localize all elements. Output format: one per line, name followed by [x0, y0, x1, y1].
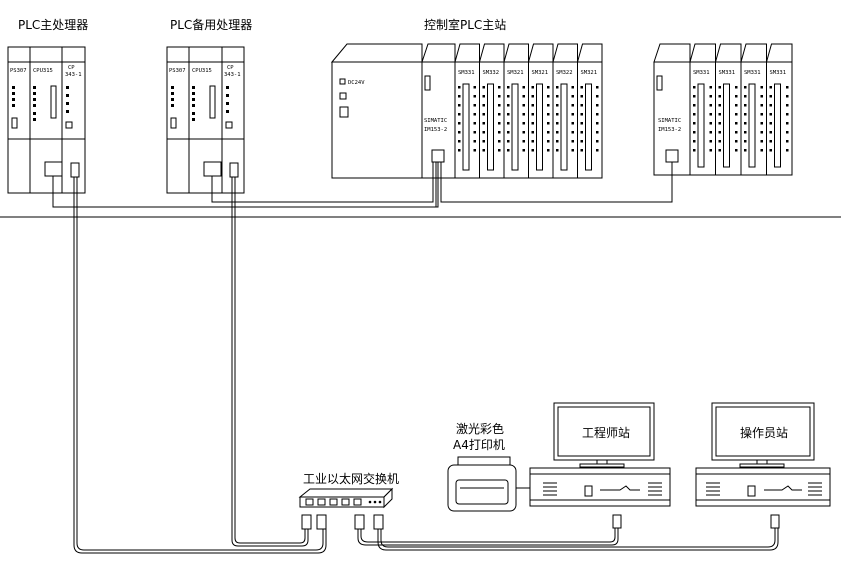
remote-module-label: SM331 — [744, 70, 761, 76]
remote-module: SM331 — [765, 43, 793, 176]
remote-modules: SM331 SM331 SM331 SM331 — [689, 43, 793, 176]
printer-icon — [447, 456, 532, 512]
switch-title: 工业以太网交换机 — [303, 471, 399, 486]
remote-rack: SIMATIC IM153-2 SM331 SM331 SM331 SM331 — [653, 43, 793, 176]
switch-connectors — [301, 514, 384, 530]
control-room-module-label: SM321 — [532, 70, 549, 76]
im-label-2: IM153-2 — [424, 127, 447, 133]
control-room-module: SM331 — [454, 43, 480, 179]
cpu-indicators — [11, 85, 73, 129]
switch-port — [341, 498, 350, 506]
control-room-module: SM321 — [527, 43, 554, 179]
plc-backup-title: PLC备用处理器 — [170, 18, 252, 32]
plc-backup-rack: PS307 CPU315 CP 343-1 — [166, 46, 245, 194]
im-label-1: SIMATIC — [424, 118, 447, 124]
control-room-module-label: SM331 — [458, 70, 475, 76]
ethernet-port — [70, 162, 80, 178]
cpu-indicators-backup — [170, 85, 233, 129]
ps-label: PS307 — [10, 68, 27, 74]
control-room-module: SM321 — [576, 43, 603, 179]
cp-label-bot-backup: 343-1 — [224, 72, 241, 78]
cpu-label-backup: CPU315 — [192, 68, 212, 74]
ethernet-cables — [73, 177, 779, 554]
remote-im-label-2: IM153-2 — [658, 127, 681, 133]
profibus-port — [431, 149, 445, 163]
ethernet-switch — [298, 487, 394, 509]
control-room-module-label: SM332 — [483, 70, 500, 76]
remote-profibus-port — [665, 149, 679, 163]
remote-module-label: SM331 — [719, 70, 736, 76]
switch-port — [317, 498, 326, 506]
operator-station-label: 操作员站 — [740, 425, 788, 440]
remote-module: SM331 — [740, 43, 767, 176]
remote-im-label-1: SIMATIC — [658, 118, 681, 124]
power-label: DC24V — [348, 80, 365, 86]
switch-port — [353, 498, 362, 506]
plc-main-title: PLC主处理器 — [18, 18, 88, 32]
profibus-cables — [52, 162, 673, 208]
engineer-station-label: 工程师站 — [582, 425, 630, 440]
switch-port — [329, 498, 338, 506]
ps-label-backup: PS307 — [169, 68, 186, 74]
control-room-module-label: SM322 — [556, 70, 573, 76]
control-room-module: SM321 — [503, 43, 529, 179]
operator-workstation: 操作员站 — [695, 402, 831, 529]
control-room-module: SM332 — [478, 43, 505, 179]
cp-label-top: CP — [68, 65, 75, 71]
ethernet-port-backup — [229, 162, 239, 178]
remote-module-label: SM331 — [693, 70, 710, 76]
control-room-module-label: SM321 — [581, 70, 598, 76]
switch-port — [305, 498, 314, 506]
control-room-modules: SM331 SM332 SM321 SM321 SM322 SM321 — [454, 43, 603, 179]
remote-module: SM331 — [689, 43, 716, 176]
control-room-module-label: SM321 — [507, 70, 524, 76]
printer-title-2: A4打印机 — [453, 438, 505, 452]
mpi-port-backup — [203, 161, 222, 177]
remote-module: SM331 — [714, 43, 742, 176]
cp-label-bot: 343-1 — [65, 72, 82, 78]
cp-label-top-backup: CP — [227, 65, 234, 71]
engineer-workstation: 工程师站 — [529, 402, 671, 529]
mpi-port — [44, 161, 63, 177]
control-room-title: 控制室PLC主站 — [424, 17, 506, 32]
printer-title-1: 激光彩色 — [456, 422, 504, 436]
plc-main-rack: PS307 CPU315 CP 343-1 — [7, 46, 86, 194]
cpu-label: CPU315 — [33, 68, 53, 74]
control-room-module: SM322 — [552, 43, 578, 179]
remote-module-label: SM331 — [770, 70, 787, 76]
